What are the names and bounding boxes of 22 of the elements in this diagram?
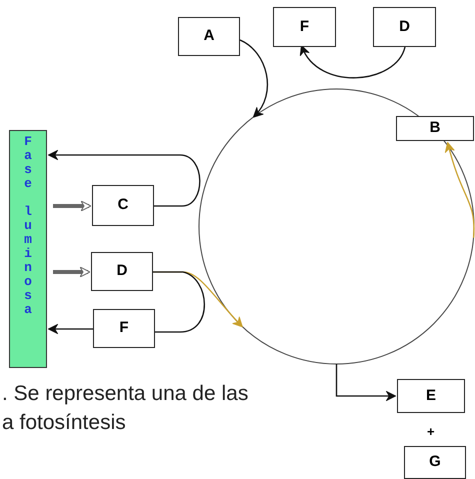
label-box: G — [404, 446, 466, 479]
label-box: F — [93, 309, 155, 348]
label-box: B — [396, 116, 474, 141]
label-box: C — [92, 185, 154, 226]
label-box: E — [397, 379, 465, 413]
label-box: D — [91, 252, 153, 291]
arrow — [240, 39, 268, 118]
arrow — [48, 150, 200, 207]
caption-text: . Se representa una de las a fotosíntesis — [2, 381, 250, 436]
vertical-label: Fase luminosa — [24, 135, 32, 319]
arrow — [53, 200, 92, 212]
arrow — [53, 266, 90, 278]
label-box: A — [178, 17, 240, 56]
phase-bar — [9, 130, 47, 368]
arrow — [48, 324, 93, 334]
arrow — [300, 44, 406, 78]
label-box: D — [373, 7, 436, 47]
arrow — [336, 364, 396, 402]
plus-sign: + — [427, 423, 435, 441]
cycle-circle — [198, 88, 474, 364]
label-box: F — [273, 7, 336, 47]
arrow — [444, 142, 475, 238]
